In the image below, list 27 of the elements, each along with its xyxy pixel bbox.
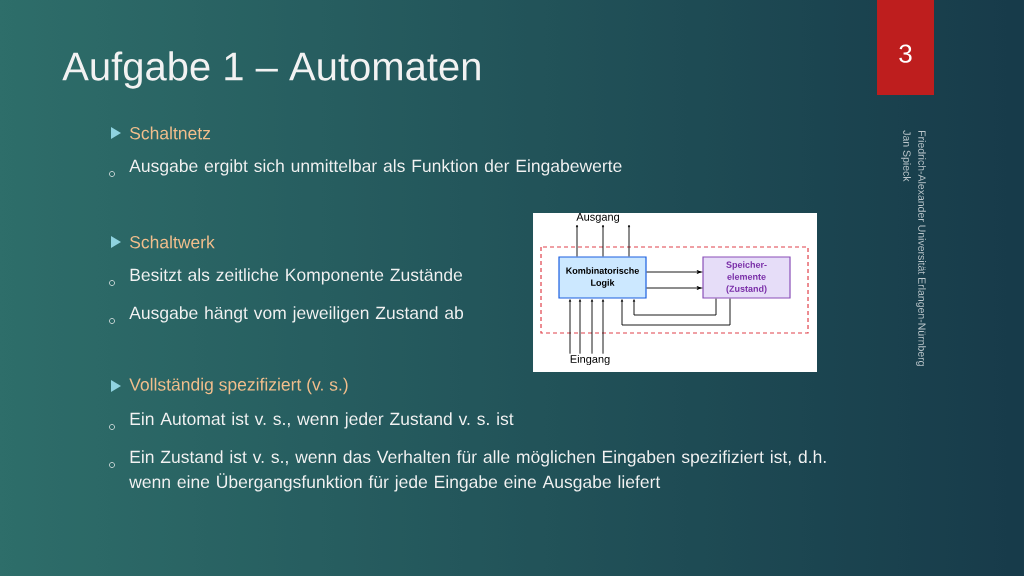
arrow bbox=[578, 299, 582, 355]
arrow bbox=[601, 299, 605, 355]
arrow bbox=[601, 224, 605, 257]
input-label: Eingang bbox=[570, 354, 610, 366]
output-label: Ausgang bbox=[576, 213, 619, 223]
arrow bbox=[620, 298, 731, 326]
bullet-heading: Vollständig spezifiziert (v. s.) bbox=[129, 377, 348, 395]
bullet-text: Besitzt als zeitliche Komponente Zustände bbox=[130, 268, 463, 285]
bullet-heading: Schaltnetz bbox=[130, 126, 211, 140]
bullet-text: Ein Zustand ist v. s., wenn das Verhalten für alle möglichen Eingaben spezifiziert ist, d.h. wenn eine Übergangsfunktion für jede Eingabe eine Ausgabe liefert bbox=[129, 450, 826, 492]
bullet-text: Ausgabe hängt vom jeweiligen Zustand ab bbox=[129, 306, 464, 323]
arrow bbox=[627, 224, 631, 257]
slide-number: 3 bbox=[877, 0, 934, 95]
memory-box: Speicher- elemente (Zustand) bbox=[702, 256, 791, 299]
slide-title: Aufgabe 1 – Automaten bbox=[62, 51, 480, 89]
logic-box: Kombinatorische Logik bbox=[558, 256, 647, 299]
arrow bbox=[568, 299, 572, 355]
arrow bbox=[646, 286, 703, 290]
bullet-text: Ausgabe ergibt sich unmittelbar als Funktion der Eingabewerte bbox=[129, 159, 622, 176]
arrow bbox=[646, 270, 703, 274]
bullet-text: Ein Automat ist v. s., wenn jeder Zustand v. s. ist bbox=[130, 412, 514, 429]
arrow bbox=[575, 224, 579, 257]
arrow bbox=[632, 298, 717, 316]
arrow bbox=[590, 299, 594, 355]
bullet-heading: Schaltwerk bbox=[130, 235, 215, 249]
footer-text: Friedrich-Alexander Universität Erlangen-Nürnberg bbox=[916, 131, 926, 366]
footer-text: Jan Spieck bbox=[901, 130, 911, 182]
